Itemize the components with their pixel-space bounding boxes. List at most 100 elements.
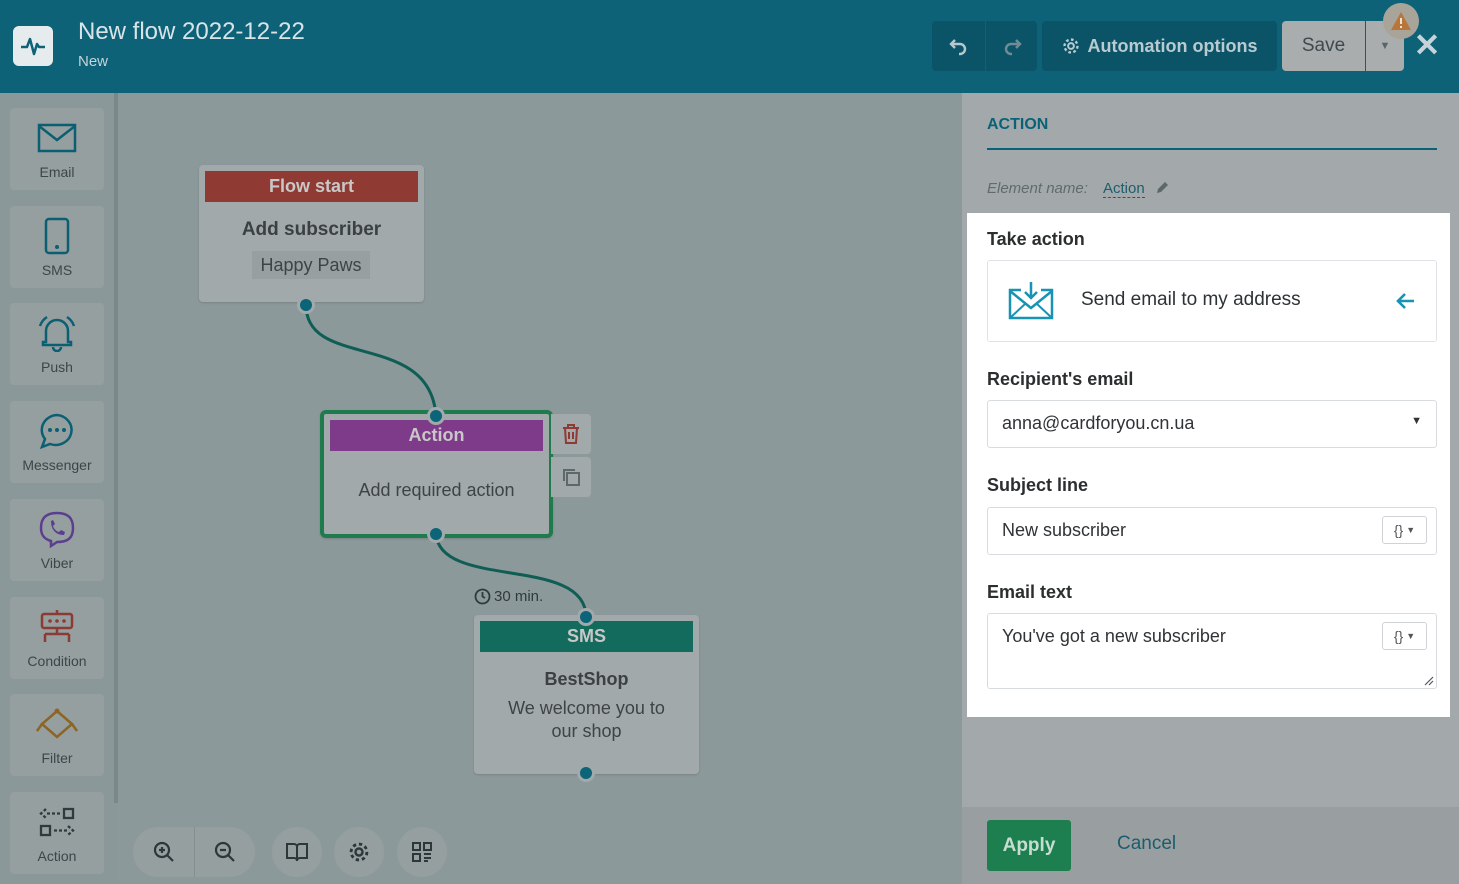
action-node[interactable]: Action Add required action (320, 410, 553, 538)
subject-line-value: New subscriber (1002, 520, 1127, 540)
action-input-port[interactable] (427, 407, 445, 425)
viber-icon (10, 509, 104, 549)
resize-handle-icon[interactable] (1424, 676, 1434, 686)
delay-value: 30 min. (494, 588, 544, 605)
take-action-selector[interactable] (987, 260, 1437, 342)
connector-action-sms (434, 533, 588, 618)
toolbar-item-label: Email (39, 164, 75, 180)
toolbar-item-label: Action (37, 848, 77, 864)
copy-icon (563, 469, 580, 486)
toolbar-scrollbar[interactable] (114, 93, 119, 803)
zoom-in-button[interactable] (133, 827, 194, 877)
zoom-in-icon (153, 841, 174, 862)
save-button[interactable]: Save (1282, 21, 1365, 71)
zoom-out-icon (214, 841, 235, 862)
flow-connectors (304, 304, 588, 618)
email-text-label: Email text (987, 582, 1073, 602)
pencil-icon[interactable] (1155, 181, 1169, 195)
trash-icon (563, 424, 579, 444)
pulse-logo-icon (13, 26, 53, 66)
toolbar-item-messenger[interactable]: Messenger (10, 401, 104, 483)
gear-icon (349, 842, 369, 862)
action-node-body: Add required action (358, 480, 515, 500)
toolbar-item-condition[interactable]: Condition (10, 597, 104, 679)
toolbar-item-push[interactable]: Push (10, 303, 104, 385)
subject-line-label: Subject line (987, 475, 1089, 495)
sms-node[interactable]: SMS BestShop We welcome you to our shop (474, 615, 699, 774)
insert-variable-button[interactable]: {}▼ (1382, 516, 1427, 544)
toolbar-item-label: Messenger (22, 457, 92, 473)
delete-node-button[interactable] (551, 414, 591, 454)
apply-button[interactable]: Apply (987, 820, 1071, 871)
email-inbox-icon (1008, 282, 1054, 320)
action-icon (10, 802, 104, 842)
book-icon (286, 843, 308, 862)
automation-options-button[interactable]: Automation options (1042, 21, 1277, 71)
qr-grid-icon (412, 842, 432, 862)
arrow-left-icon[interactable] (1396, 292, 1416, 310)
chevron-down-icon: ▼ (1406, 525, 1416, 535)
flow-start-tag: Happy Paws (252, 251, 370, 279)
copy-node-button[interactable] (551, 457, 591, 497)
sms-node-title: BestShop (544, 669, 629, 689)
sms-output-port[interactable] (577, 764, 595, 782)
undo-icon (948, 39, 966, 56)
braces-icon: {} (1393, 628, 1404, 644)
recipient-email-select[interactable]: anna@cardforyou.cn.ua ▼ (987, 400, 1437, 448)
email-text-textarea[interactable]: You've got a new subscriber {}▼ (987, 613, 1437, 689)
toolbar-item-viber[interactable]: Viber (10, 499, 104, 581)
automation-options-label: Automation options (1087, 35, 1258, 56)
toolbar-item-sms[interactable]: SMS (10, 206, 104, 288)
recipient-email-value: anna@cardforyou.cn.ua (1002, 413, 1195, 433)
chevron-down-icon: ▼ (1406, 631, 1416, 641)
toolbar-item-label: Filter (41, 750, 73, 766)
cancel-button[interactable]: Cancel (1117, 833, 1177, 854)
panel-title-underline (987, 148, 1437, 150)
connector-start-action (304, 304, 438, 417)
help-guide-button[interactable] (272, 827, 322, 877)
sms-input-port[interactable] (577, 608, 595, 626)
zoom-divider (194, 827, 195, 877)
chevron-down-icon: ▼ (1379, 40, 1391, 52)
flow-start-output-port[interactable] (297, 296, 315, 314)
insert-variable-button[interactable]: {}▼ (1382, 622, 1427, 650)
chat-icon (10, 411, 104, 451)
flow-start-title: Add subscriber (241, 219, 382, 240)
toolbar-item-filter[interactable]: Filter (10, 694, 104, 776)
flow-status: New (78, 53, 109, 70)
email-icon (10, 118, 104, 158)
gear-icon (1062, 38, 1079, 54)
email-text-value: You've got a new subscriber (1002, 626, 1226, 646)
element-name-value[interactable]: Action (1103, 180, 1145, 198)
toolbar-item-label: Viber (40, 555, 74, 571)
flow-start-node[interactable]: Flow start Add subscriber Happy Paws (199, 165, 424, 302)
action-output-port[interactable] (427, 525, 445, 543)
zoom-out-button[interactable] (194, 827, 255, 877)
chevron-down-icon: ▼ (1411, 415, 1422, 427)
settings-button[interactable] (334, 827, 384, 877)
close-icon[interactable]: ✕ (1413, 27, 1441, 63)
toolbar-item-label: Condition (27, 653, 87, 669)
toolbar-item-email[interactable]: Email (10, 108, 104, 190)
zoom-controls (133, 827, 255, 877)
subject-line-input[interactable]: New subscriber {}▼ (987, 507, 1437, 555)
warning-icon[interactable] (1383, 3, 1419, 39)
panel-title: ACTION (987, 116, 1049, 133)
delay-label[interactable]: 30 min. (474, 588, 543, 605)
filter-icon (10, 704, 104, 744)
recipient-email-label: Recipient's email (987, 369, 1134, 389)
flow-title[interactable]: New flow 2022-12-22 (78, 18, 305, 45)
element-name-label: Element name: (987, 180, 1088, 197)
condition-icon (10, 607, 104, 647)
undo-button[interactable] (932, 21, 985, 71)
toolbar-item-action[interactable]: Action (10, 792, 104, 874)
take-action-value: Send email to my address (1081, 289, 1301, 310)
redo-button[interactable] (986, 21, 1037, 71)
toolbar-item-label: Push (41, 359, 73, 375)
flow-start-header: Flow start (205, 171, 418, 202)
action-node-header: Action (330, 420, 543, 451)
bell-icon (10, 313, 104, 353)
phone-icon (10, 216, 104, 256)
minimap-button[interactable] (397, 827, 447, 877)
braces-icon: {} (1393, 522, 1404, 538)
